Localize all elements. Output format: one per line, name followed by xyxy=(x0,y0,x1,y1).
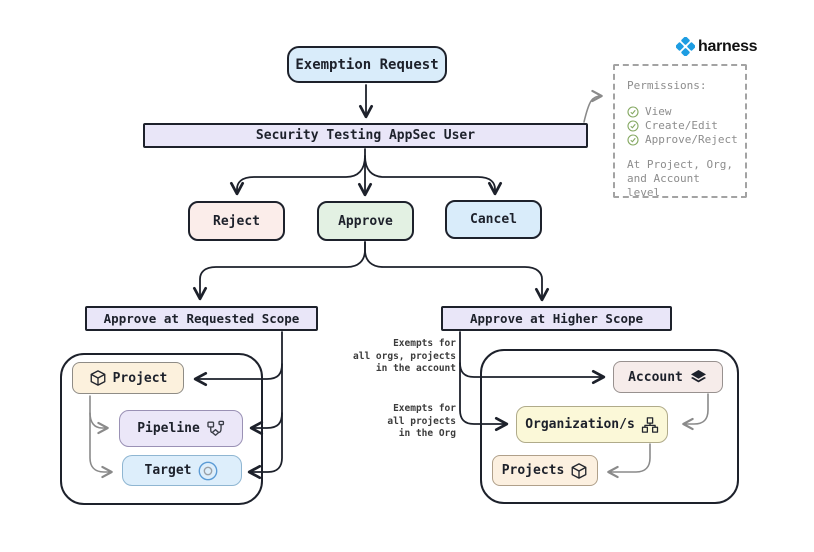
organizations-node: Organization/s xyxy=(516,406,668,443)
org-chart-icon xyxy=(641,416,659,434)
target-label: Target xyxy=(144,463,192,478)
org-exemption-note: Exempts for all projects in the Org xyxy=(387,403,456,439)
requested-scope-label: Approve at Requested Scope xyxy=(103,311,300,326)
reject-node: Reject xyxy=(188,201,285,241)
check-circle-icon xyxy=(627,120,639,132)
higher-scope-container xyxy=(480,349,739,504)
requested-scope-node: Approve at Requested Scope xyxy=(85,306,318,331)
permission-item-create-edit: Create/Edit xyxy=(627,119,735,133)
approve-label: Approve xyxy=(338,213,393,229)
projects-node: Projects xyxy=(492,455,598,486)
permissions-panel: Permissions: View Create/Edit xyxy=(613,64,747,199)
account-label: Account xyxy=(628,369,683,385)
higher-scope-label: Approve at Higher Scope xyxy=(469,311,644,326)
permission-item-approve-reject: Approve/Reject xyxy=(627,133,738,147)
harness-logo-text: harness xyxy=(698,37,758,55)
cube-icon xyxy=(570,462,588,480)
permissions-scope-note: At Project, Org, and Account level xyxy=(627,158,733,199)
higher-scope-node: Approve at Higher Scope xyxy=(441,306,672,331)
permission-item-view: View xyxy=(627,105,735,119)
target-icon xyxy=(197,460,219,482)
project-node: Project xyxy=(72,362,184,394)
reject-label: Reject xyxy=(213,213,260,229)
appsec-user-label: Security Testing AppSec User xyxy=(255,128,476,143)
harness-logo: harness xyxy=(676,37,758,56)
check-circle-icon xyxy=(627,134,639,146)
project-label: Project xyxy=(112,370,168,386)
approve-node: Approve xyxy=(317,201,414,241)
exemption-request-label: Exemption Request xyxy=(295,56,439,73)
pipeline-node: Pipeline xyxy=(119,410,243,447)
harness-logo-icon xyxy=(676,37,695,56)
pipeline-label: Pipeline xyxy=(137,421,200,436)
cancel-label: Cancel xyxy=(470,212,517,227)
cube-icon xyxy=(89,369,107,387)
exemption-request-node: Exemption Request xyxy=(287,46,447,83)
organizations-label: Organization/s xyxy=(525,417,635,432)
appsec-user-node: Security Testing AppSec User xyxy=(143,123,588,148)
layers-icon xyxy=(689,368,708,387)
pipeline-icon xyxy=(206,419,225,438)
account-node: Account xyxy=(613,361,723,393)
check-circle-icon xyxy=(627,106,639,118)
target-node: Target xyxy=(122,455,242,486)
projects-label: Projects xyxy=(501,463,565,478)
cancel-node: Cancel xyxy=(445,200,542,239)
permissions-title: Permissions: xyxy=(627,79,707,92)
account-exemption-note: Exempts for all orgs, projects in the ac… xyxy=(353,338,456,374)
